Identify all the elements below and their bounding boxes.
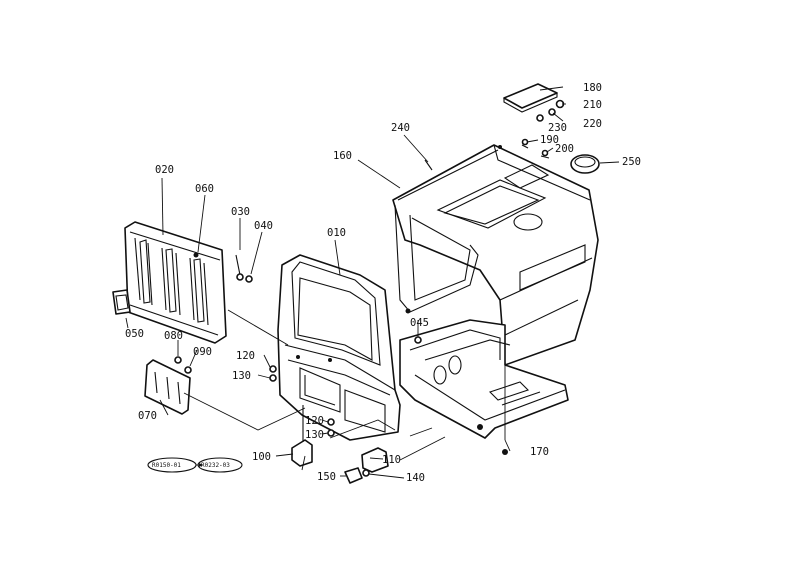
label-010: 010 [327, 227, 346, 239]
label-045: 045 [410, 317, 429, 329]
label-190: 190 [540, 134, 559, 146]
hood-160 [392, 144, 599, 366]
front-frame-010 [277, 254, 401, 441]
label-210: 210 [583, 99, 602, 111]
label-120a: 120 [236, 350, 255, 362]
screw-240 [424, 159, 433, 171]
cap-plate-180 [503, 83, 565, 122]
label-040: 040 [254, 220, 273, 232]
label-180: 180 [583, 82, 602, 94]
label-200: 200 [555, 143, 574, 155]
label-230: 230 [548, 122, 567, 134]
bolts-030-040 [235, 254, 253, 283]
label-080: 080 [164, 330, 183, 342]
label-160: 160 [333, 150, 352, 162]
label-030: 030 [231, 206, 250, 218]
label-220: 220 [583, 118, 602, 130]
nut-080 [174, 356, 182, 364]
label-100: 100 [252, 451, 271, 463]
bolt-060 [193, 252, 199, 258]
label-090: 090 [193, 346, 212, 358]
label-130b: 130 [305, 429, 324, 441]
label-060: 060 [195, 183, 214, 195]
grille-020 [124, 221, 227, 344]
bracket-110 [361, 447, 389, 473]
label-170: 170 [530, 446, 549, 458]
reference-badges: R0150-01 R0232-03 [147, 457, 243, 473]
bolts-190-200 [521, 138, 550, 159]
bracket-100 [291, 405, 313, 467]
base-frame [399, 319, 569, 455]
label-120b: 120 [305, 415, 324, 427]
label-150: 150 [317, 471, 336, 483]
knob-150 [344, 467, 370, 484]
label-130a: 130 [232, 370, 251, 382]
nut-130b [327, 429, 335, 437]
leader-lines [125, 86, 620, 479]
washer-120b [327, 418, 335, 426]
washer-120a [269, 365, 277, 373]
label-070: 070 [138, 410, 157, 422]
label-050: 050 [125, 328, 144, 340]
label-110: 110 [382, 454, 401, 466]
fuel-cap-250 [570, 154, 600, 174]
nut-130a [269, 374, 277, 382]
nut-090 [184, 366, 192, 374]
label-020: 020 [155, 164, 174, 176]
ref-right: R0232-03 [201, 462, 230, 469]
plate-070 [144, 359, 191, 415]
label-250: 250 [622, 156, 641, 168]
bolt-045 [414, 336, 422, 344]
emblem-050 [112, 289, 131, 315]
label-140: 140 [406, 472, 425, 484]
label-240: 240 [391, 122, 410, 134]
ref-left: R0150-01 [152, 462, 181, 469]
